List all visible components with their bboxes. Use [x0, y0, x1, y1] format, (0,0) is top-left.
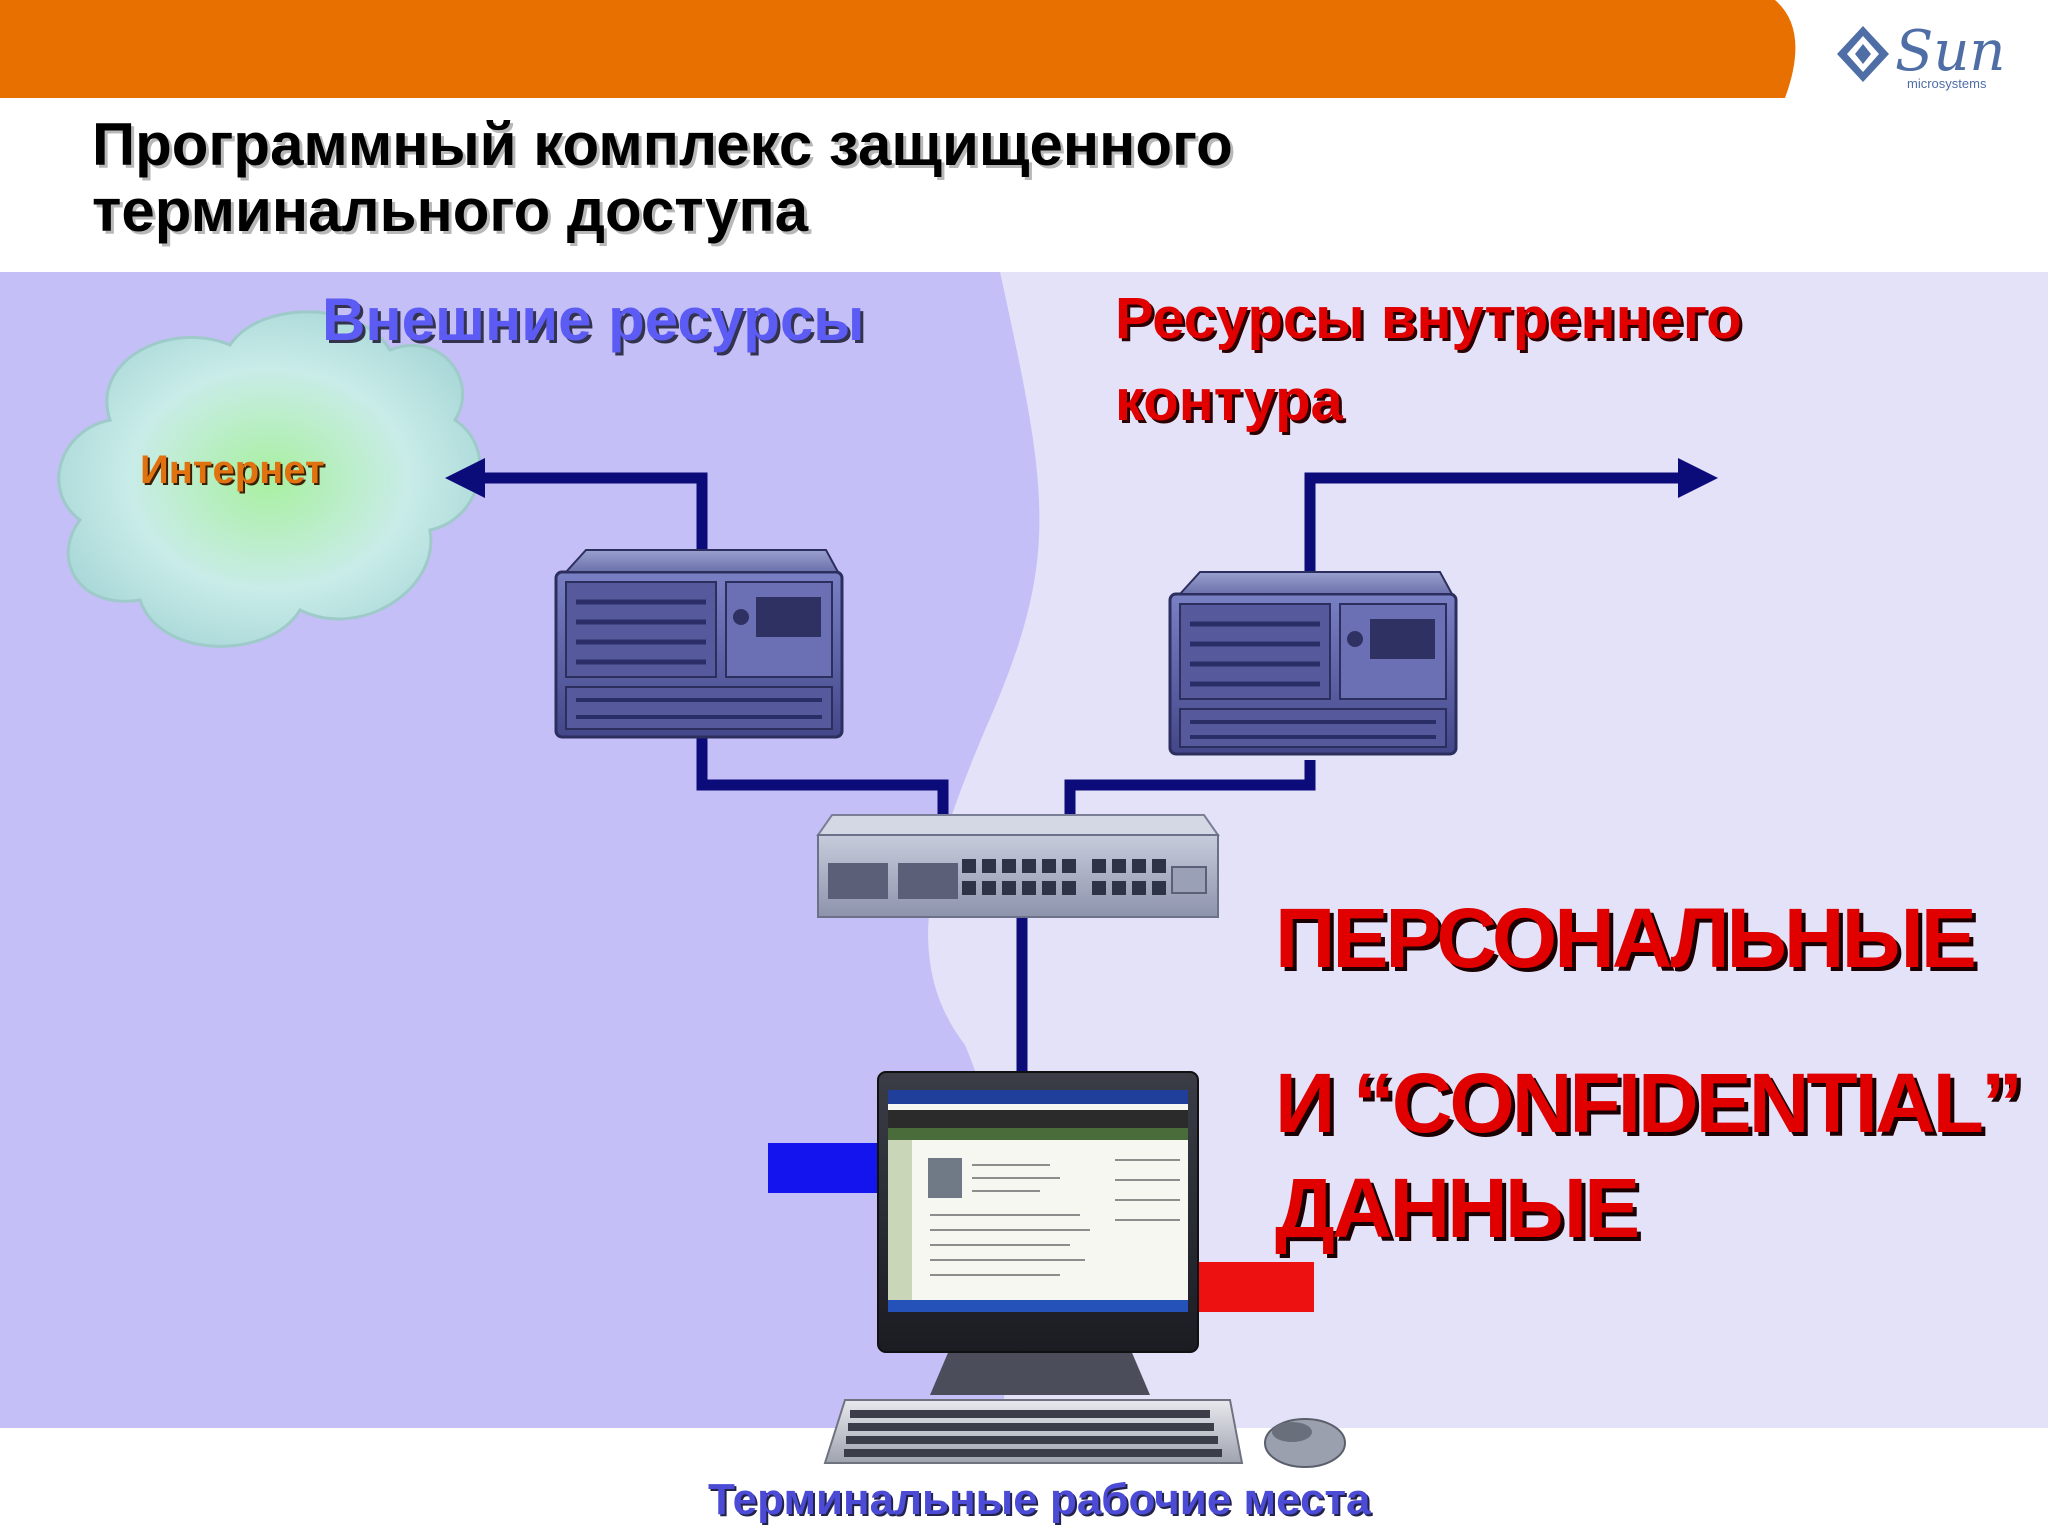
personal-data-line-3: ДАННЫЕ — [1275, 1161, 1640, 1255]
cloud-icon — [57, 310, 482, 648]
monitor-icon — [877, 1071, 1199, 1395]
network-links — [472, 472, 1695, 1082]
external-resources-heading: Внешние ресурсы — [322, 286, 865, 353]
internal-heading-line-2: контура — [1115, 368, 1343, 433]
top-band — [0, 0, 1796, 98]
network-switch-icon — [816, 814, 1220, 918]
internal-session-marker — [1192, 1262, 1314, 1312]
sun-logo: Sun microsystems — [1835, 18, 2010, 96]
server-icon — [1168, 571, 1458, 756]
server-icon — [554, 549, 844, 739]
mouse-icon — [1264, 1418, 1346, 1468]
logo-text: Sun — [1895, 19, 2006, 84]
page-title-line-2: терминального доступа — [92, 177, 809, 244]
internal-heading-line-1: Ресурсы внутреннего — [1115, 286, 1742, 351]
internal-resources-heading: Ресурсы внутреннего контура — [1115, 278, 1742, 442]
internet-label: Интернет — [140, 448, 325, 492]
sun-logo-icon — [1837, 26, 1889, 82]
page-title: Программный комплекс защищенного термина… — [92, 112, 1233, 244]
arrow-to-internet — [445, 458, 485, 498]
logo-subtext: microsystems — [1907, 76, 1987, 91]
personal-data-line-2: И “CONFIDENTIAL” — [1275, 1056, 2023, 1150]
arrow-to-internal — [1678, 458, 1718, 498]
terminal-workstations-label: Терминальные рабочие места — [708, 1475, 1371, 1524]
keyboard-icon — [823, 1399, 1244, 1464]
external-session-marker — [768, 1143, 890, 1193]
personal-data-line-1: ПЕРСОНАЛЬНЫЕ — [1275, 891, 1977, 985]
page-title-line-1: Программный комплекс защищенного — [92, 111, 1233, 178]
